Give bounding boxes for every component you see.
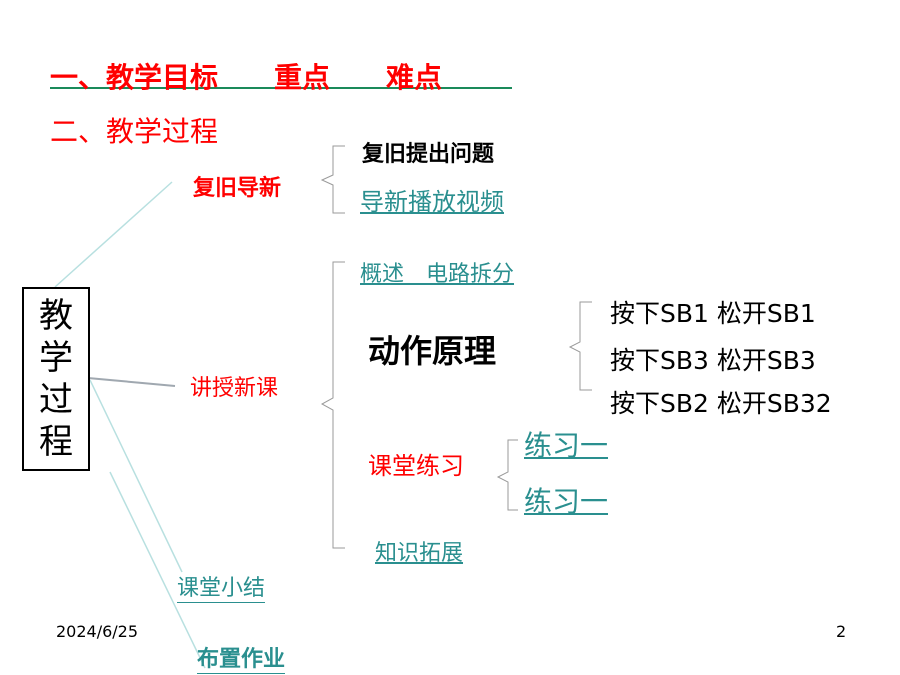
arrow-to-homework [109,471,206,669]
box-char: 程 [39,422,73,462]
bracket-teach [320,261,345,549]
review-item-questions: 复旧提出问题 [362,142,495,167]
bracket-practice [496,439,518,511]
arrow-to-teach [87,377,176,387]
teach-item-practice: 课堂练习 [368,452,464,480]
practice-item-2[interactable]: 练习一 [524,485,609,518]
bracket-principle [568,301,592,391]
teach-item-overview[interactable]: 概述 电路拆分 [360,262,515,287]
box-char: 过 [39,380,73,420]
branch-summary[interactable]: 课堂小结 [177,570,266,603]
heading-process: 二、教学过程 [50,115,219,148]
heading-objectives: 一、教学目标 重点 难点 [50,61,443,94]
box-char: 教 [39,296,73,336]
process-box: 教 学 过 程 [22,287,90,471]
branch-teach: 讲授新课 [190,376,279,401]
principle-step-2: 按下SB3 松开SB3 [610,346,816,375]
principle-step-3: 按下SB2 松开SB32 [610,389,832,418]
branch-homework[interactable]: 布置作业 [197,641,286,674]
teach-item-principle: 动作原理 [368,332,497,370]
box-char: 学 [39,338,73,378]
arrow-to-review [54,181,173,288]
branch-review: 复旧导新 [193,176,282,201]
arrow-to-summary [89,379,183,573]
bracket-review [320,145,345,214]
practice-item-1[interactable]: 练习一 [524,429,609,462]
teach-item-extension[interactable]: 知识拓展 [375,541,464,566]
footer-page-number: 2 [836,622,847,641]
footer-date: 2024/6/25 [56,622,139,641]
principle-step-1: 按下SB1 松开SB1 [610,299,816,328]
review-item-video[interactable]: 导新播放视频 [360,188,504,216]
